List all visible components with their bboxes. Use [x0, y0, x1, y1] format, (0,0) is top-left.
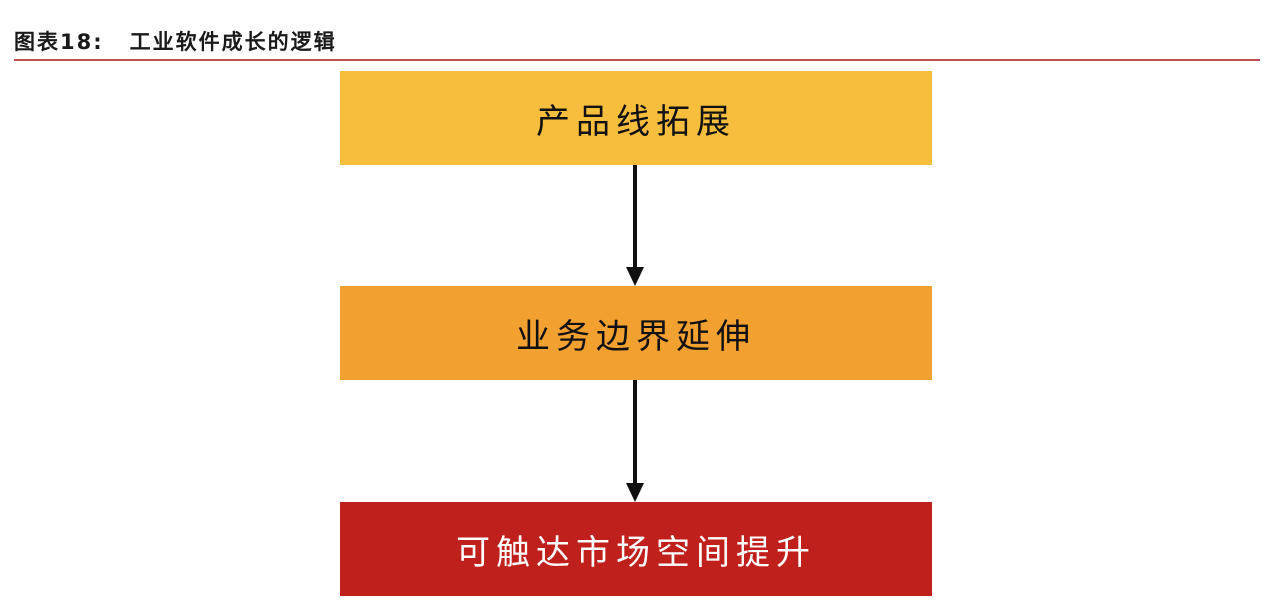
flow-step-product-line: 产品线拓展	[340, 71, 932, 165]
flow-step-label: 产品线拓展	[536, 101, 736, 142]
figure-label: 图表18:	[14, 30, 104, 54]
flow-step-label: 可触达市场空间提升	[456, 532, 816, 573]
down-arrow-icon	[626, 165, 644, 286]
figure-title: 工业软件成长的逻辑	[129, 30, 337, 54]
flow-step-label: 业务边界延伸	[516, 316, 756, 357]
title-divider	[14, 59, 1260, 61]
flow-step-business-boundary: 业务边界延伸	[340, 286, 932, 380]
flow-step-addressable-market: 可触达市场空间提升	[340, 502, 932, 596]
figure-caption: 图表18: 工业软件成长的逻辑	[14, 26, 337, 56]
down-arrow-icon	[626, 380, 644, 502]
